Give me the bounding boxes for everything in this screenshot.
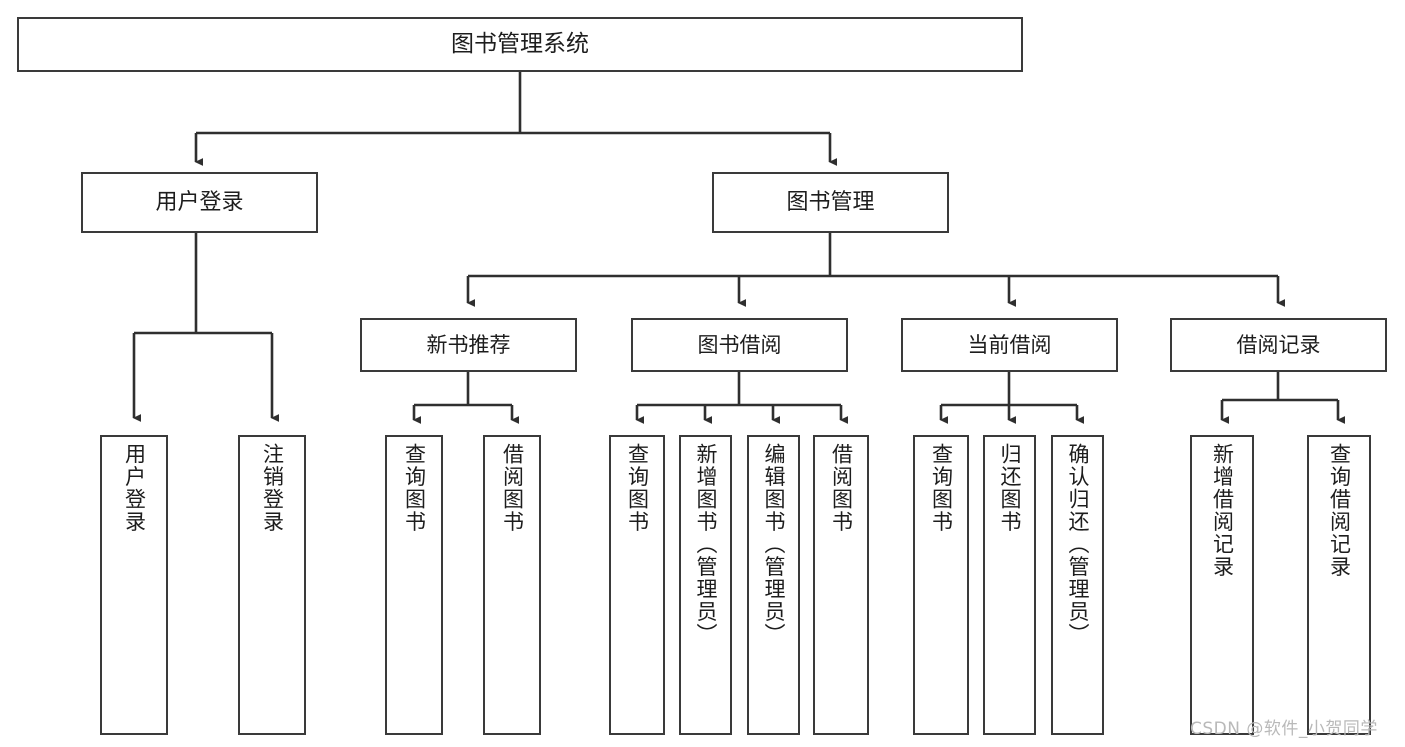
node-current-borrow[interactable]: 当前借阅 <box>901 318 1118 372</box>
node-label: 借阅图书 <box>829 443 854 533</box>
node-leaf-query-record[interactable]: 查询借阅记录 <box>1307 435 1371 735</box>
node-label: 查询借阅记录 <box>1327 443 1352 578</box>
node-leaf-query-book-1[interactable]: 查询图书 <box>385 435 443 735</box>
node-leaf-confirm-return[interactable]: 确认归还（管理员） <box>1051 435 1104 735</box>
node-leaf-borrow-book-2[interactable]: 借阅图书 <box>813 435 869 735</box>
node-label: 用户登录 <box>155 189 244 215</box>
node-label: 归还图书 <box>998 443 1023 533</box>
node-label: 新书推荐 <box>426 332 511 357</box>
node-label: 查询图书 <box>402 443 427 533</box>
node-label: 图书管理系统 <box>451 30 589 57</box>
node-leaf-edit-book[interactable]: 编辑图书（管理员） <box>747 435 800 735</box>
node-leaf-logout[interactable]: 注销登录 <box>238 435 306 735</box>
node-user-login[interactable]: 用户登录 <box>81 172 318 233</box>
node-label: 借阅图书 <box>500 443 525 533</box>
node-leaf-add-book[interactable]: 新增图书（管理员） <box>679 435 732 735</box>
node-label: 查询图书 <box>929 443 954 533</box>
node-book-borrow[interactable]: 图书借阅 <box>631 318 848 372</box>
node-label: 注销登录 <box>260 443 285 533</box>
node-new-book-recommend[interactable]: 新书推荐 <box>360 318 577 372</box>
node-label: 编辑图书（管理员） <box>762 443 787 646</box>
node-label: 图书借阅 <box>697 332 782 357</box>
node-label: 用户登录 <box>122 443 147 533</box>
node-leaf-borrow-book-1[interactable]: 借阅图书 <box>483 435 541 735</box>
node-borrow-record[interactable]: 借阅记录 <box>1170 318 1387 372</box>
node-label: 查询图书 <box>625 443 650 533</box>
node-leaf-return-book[interactable]: 归还图书 <box>983 435 1036 735</box>
node-book-manage[interactable]: 图书管理 <box>712 172 949 233</box>
node-label: 当前借阅 <box>967 332 1052 357</box>
node-label: 新增图书（管理员） <box>694 443 719 646</box>
node-label: 新增借阅记录 <box>1210 443 1235 578</box>
node-leaf-user-login[interactable]: 用户登录 <box>100 435 168 735</box>
node-leaf-add-record[interactable]: 新增借阅记录 <box>1190 435 1254 735</box>
node-label: 借阅记录 <box>1236 332 1321 357</box>
node-leaf-query-book-2[interactable]: 查询图书 <box>609 435 665 735</box>
node-leaf-query-book-3[interactable]: 查询图书 <box>913 435 969 735</box>
node-label: 确认归还（管理员） <box>1066 443 1091 646</box>
node-label: 图书管理 <box>786 189 875 215</box>
node-root-system[interactable]: 图书管理系统 <box>17 17 1023 72</box>
